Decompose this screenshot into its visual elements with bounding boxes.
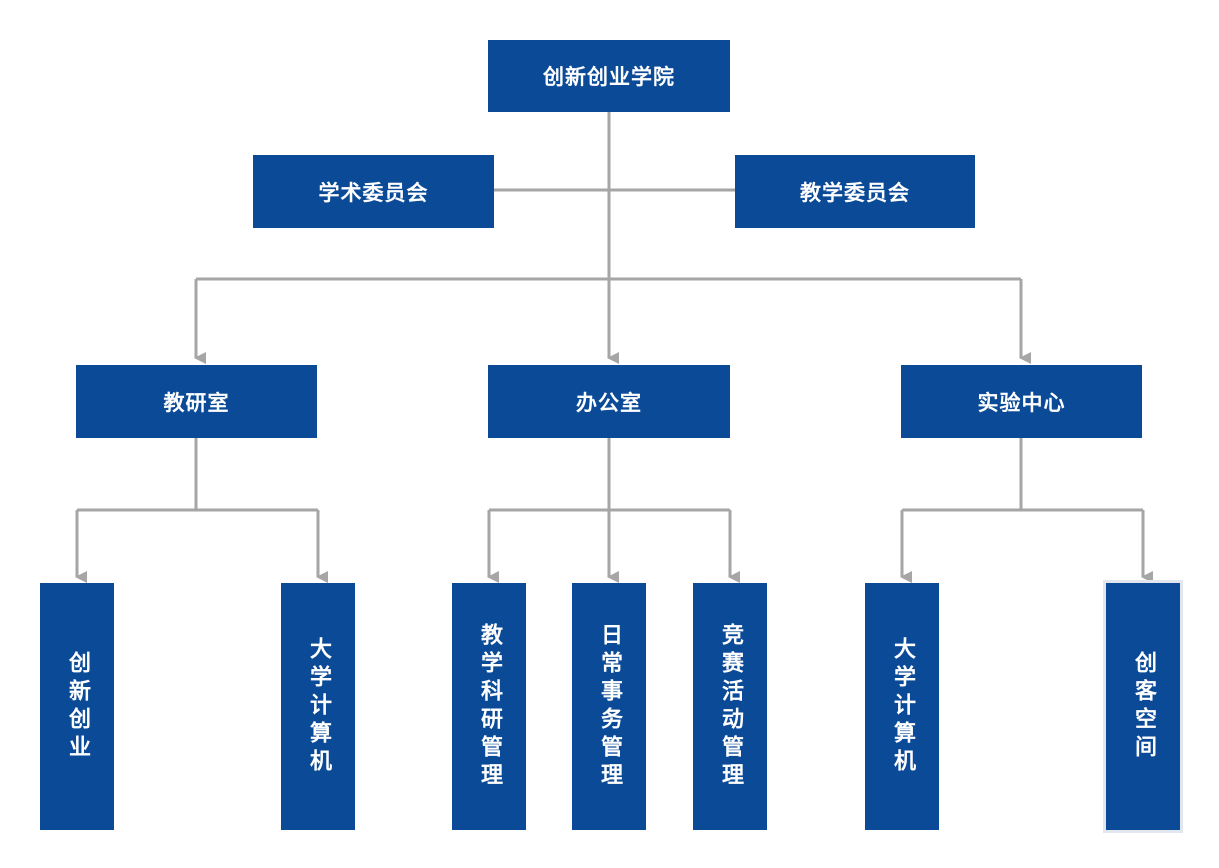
node-academic-committee: 学术委员会 (253, 155, 494, 228)
node-innovation-entrepreneurship: 创新创业 (40, 583, 114, 830)
node-college-computing-1: 大学计算机 (281, 583, 355, 830)
node-daily-affairs-mgmt: 日常事务管理 (572, 583, 646, 830)
node-admin-office: 办公室 (488, 365, 730, 438)
node-competition-mgmt: 竞赛活动管理 (693, 583, 767, 830)
node-research-office: 教研室 (76, 365, 317, 438)
node-lab-center: 实验中心 (901, 365, 1142, 438)
node-root: 创新创业学院 (488, 40, 730, 112)
node-maker-space: 创客空间 (1103, 580, 1183, 833)
node-college-computing-2: 大学计算机 (865, 583, 939, 830)
node-teaching-research-mgmt: 教学科研管理 (452, 583, 526, 830)
node-teaching-committee: 教学委员会 (735, 155, 975, 228)
